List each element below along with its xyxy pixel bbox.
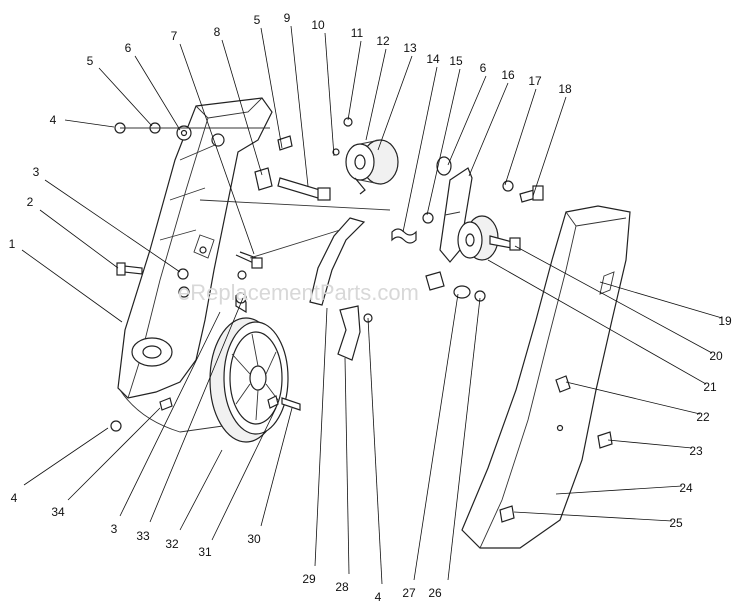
shoulder-bolts — [425, 271, 486, 302]
callout-leader-11 — [347, 40, 362, 121]
callout-leader-1 — [21, 249, 123, 323]
callout-leader-17 — [504, 88, 537, 186]
callout-leader-3 — [44, 179, 181, 273]
callout-label-13: 13 — [403, 41, 417, 55]
callout-leader-28 — [344, 357, 350, 575]
callout-label-23: 23 — [689, 444, 703, 458]
callout-leader-16 — [468, 82, 509, 177]
callout-label-24: 24 — [679, 481, 693, 495]
callout-leader-6 — [134, 55, 181, 131]
callout-leader-2 — [39, 209, 119, 269]
callout-label-2: 2 — [27, 195, 34, 209]
callout-leader-5 — [98, 67, 153, 127]
callout-leader-4 — [64, 119, 115, 128]
callout-leader-27 — [413, 293, 459, 581]
callout-label-19: 19 — [718, 314, 732, 328]
callout-label-8: 8 — [214, 25, 221, 39]
callout-label-6: 6 — [480, 61, 487, 75]
callout-leader-4 — [23, 427, 109, 486]
callout-label-10: 10 — [311, 18, 325, 32]
callout-leader-26 — [447, 297, 481, 581]
callout-leader-7 — [179, 43, 255, 255]
callout-leader-31 — [211, 407, 277, 541]
left-housing-plate — [117, 97, 273, 433]
callout-leader-22 — [565, 381, 701, 415]
callout-leader-32 — [179, 449, 223, 531]
callout-leader-29 — [314, 307, 328, 567]
callout-leader-8 — [221, 39, 263, 176]
callout-leader-18 — [532, 96, 567, 197]
right-belt-cover — [461, 205, 631, 549]
callout-label-5: 5 — [254, 13, 261, 27]
watermark-text: eReplacementParts.com — [178, 280, 419, 305]
callout-label-6: 6 — [125, 41, 132, 55]
reference-lines — [120, 127, 391, 259]
callout-label-1: 1 — [9, 237, 16, 251]
callout-leader-21 — [487, 259, 707, 385]
upper-pulley-assembly — [332, 117, 399, 195]
callout-label-7: 7 — [171, 29, 178, 43]
callout-label-16: 16 — [501, 68, 515, 82]
callout-leader-13 — [377, 55, 413, 151]
callout-label-9: 9 — [284, 11, 291, 25]
callout-label-12: 12 — [376, 34, 390, 48]
callout-leader-6 — [447, 75, 487, 166]
callout-leader-10 — [324, 32, 335, 157]
callout-leader-23 — [607, 439, 693, 449]
callout-leader-34 — [67, 407, 161, 501]
callout-label-30: 30 — [247, 532, 261, 546]
callout-leaders — [21, 25, 723, 585]
callout-leader-19 — [599, 281, 723, 319]
callout-label-31: 31 — [198, 545, 212, 559]
left-hardware — [110, 122, 263, 432]
callout-label-33: 33 — [136, 529, 150, 543]
large-drive-pulley — [209, 317, 301, 443]
callout-leader-24 — [555, 485, 683, 495]
callout-leader-20 — [514, 245, 713, 354]
callout-label-20: 20 — [709, 349, 723, 363]
callout-leader-3 — [119, 311, 221, 517]
idler-pulley — [457, 215, 521, 261]
callout-label-29: 29 — [302, 572, 316, 586]
callout-label-27: 27 — [402, 586, 416, 600]
callout-label-18: 18 — [558, 82, 572, 96]
callout-leader-25 — [513, 511, 673, 522]
callout-label-3: 3 — [33, 165, 40, 179]
callout-label-5: 5 — [87, 54, 94, 68]
callout-label-32: 32 — [165, 537, 179, 551]
callout-label-4: 4 — [375, 590, 382, 604]
callout-label-22: 22 — [696, 410, 710, 424]
callout-label-14: 14 — [426, 52, 440, 66]
callout-label-28: 28 — [335, 580, 349, 594]
callout-label-21: 21 — [703, 380, 717, 394]
callout-label-4: 4 — [50, 113, 57, 127]
callout-label-15: 15 — [449, 54, 463, 68]
callout-leader-33 — [149, 297, 244, 523]
callout-leader-14 — [402, 66, 438, 233]
callout-leader-15 — [426, 68, 461, 216]
callout-label-26: 26 — [428, 586, 442, 600]
callout-leader-12 — [365, 48, 387, 141]
callout-leader-30 — [260, 407, 293, 527]
callout-label-11: 11 — [351, 26, 364, 40]
callout-label-25: 25 — [669, 516, 683, 530]
callout-label-3: 3 — [111, 522, 118, 536]
long-bolt-and-spacer — [254, 135, 331, 201]
callout-label-34: 34 — [51, 505, 65, 519]
callout-leader-4 — [367, 317, 383, 585]
callout-label-4: 4 — [11, 491, 18, 505]
callout-leader-9 — [290, 25, 309, 187]
callout-leader-5 — [260, 27, 283, 149]
callout-label-17: 17 — [528, 74, 542, 88]
